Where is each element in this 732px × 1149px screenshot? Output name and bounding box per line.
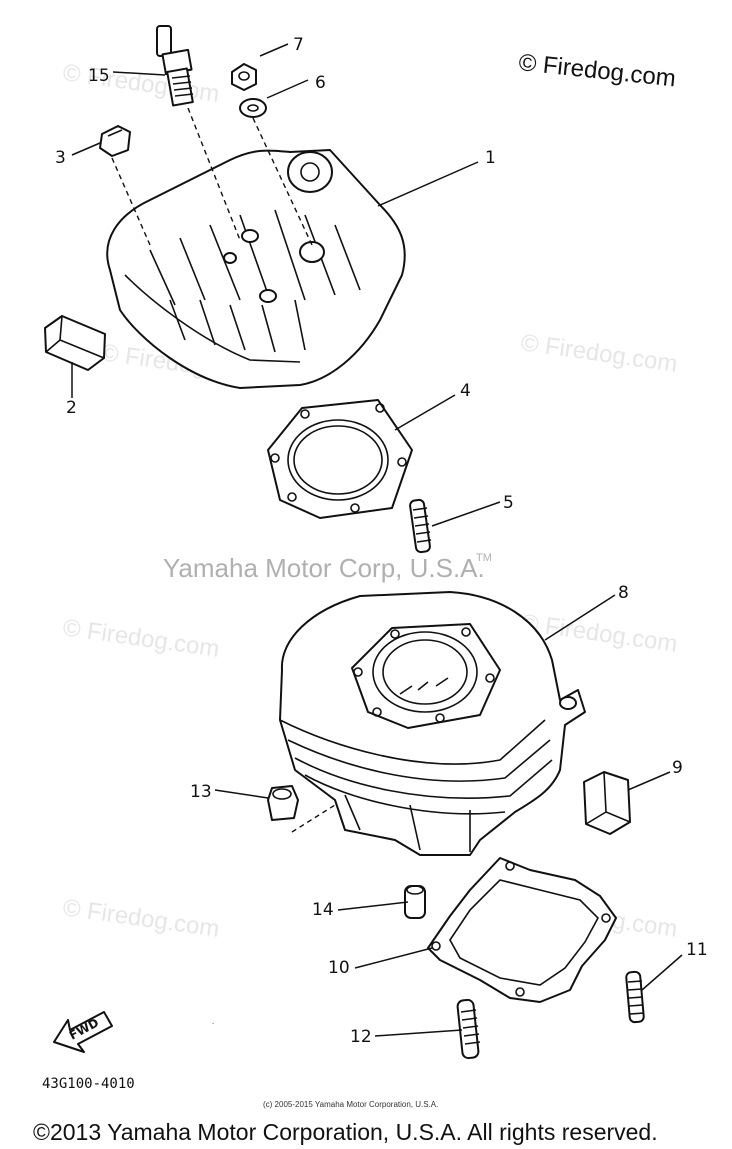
spark-plug bbox=[156, 25, 194, 107]
forward-arrow-icon: FWD bbox=[53, 1011, 113, 1053]
callout-8: 8 bbox=[618, 583, 629, 603]
callout-13: 13 bbox=[190, 782, 212, 802]
stud-bolt-part-12 bbox=[456, 998, 481, 1060]
drawing-code: 43G100-4010 bbox=[42, 1076, 135, 1092]
callout-numbers: 15 7 6 3 1 2 4 5 8 9 13 14 10 11 12 bbox=[55, 35, 708, 1047]
watermark: © Firedog.com bbox=[61, 59, 221, 108]
callout-11: 11 bbox=[686, 940, 708, 960]
callout-1: 1 bbox=[485, 148, 496, 168]
copyright-footer: ©2013 Yamaha Motor Corporation, U.S.A. A… bbox=[33, 1119, 658, 1145]
callout-15: 15 bbox=[88, 66, 110, 86]
callout-7: 7 bbox=[293, 35, 304, 55]
washer-part-6 bbox=[239, 98, 267, 118]
damper-part-3 bbox=[99, 125, 131, 157]
callout-12: 12 bbox=[350, 1027, 372, 1047]
cylinder bbox=[279, 591, 586, 856]
callout-2: 2 bbox=[66, 398, 77, 418]
watermark: © Firedog.com bbox=[519, 329, 679, 378]
damper-part-2 bbox=[44, 315, 106, 371]
callout-6: 6 bbox=[315, 73, 326, 93]
stud-bolt-part-11 bbox=[625, 970, 645, 1024]
head-gasket bbox=[267, 399, 413, 519]
base-gasket bbox=[427, 857, 617, 1003]
watermark: © Firedog.com bbox=[61, 614, 221, 663]
center-trademark-text: Yamaha Motor Corp, U.S.A. bbox=[163, 553, 485, 583]
collar-part-13 bbox=[267, 785, 299, 821]
stud-bolt-part-5 bbox=[409, 498, 432, 554]
callout-5: 5 bbox=[503, 493, 514, 513]
cylinder-head bbox=[106, 149, 406, 389]
callout-3: 3 bbox=[55, 148, 66, 168]
dot-mark: . bbox=[212, 1017, 214, 1026]
callout-14: 14 bbox=[312, 900, 334, 920]
damper-part-9 bbox=[583, 771, 631, 835]
watermark: © Firedog.com bbox=[61, 894, 221, 943]
callout-9: 9 bbox=[672, 758, 683, 778]
callout-4: 4 bbox=[460, 381, 471, 401]
nut-part-7 bbox=[231, 63, 257, 91]
callout-10: 10 bbox=[328, 958, 350, 978]
trademark-symbol: TM bbox=[476, 552, 492, 564]
watermark-top-right: © Firedog.com bbox=[517, 49, 677, 92]
leader-lines bbox=[71, 43, 683, 1037]
small-copyright-notice: (c) 2005-2015 Yamaha Motor Corporation, … bbox=[263, 1100, 438, 1109]
